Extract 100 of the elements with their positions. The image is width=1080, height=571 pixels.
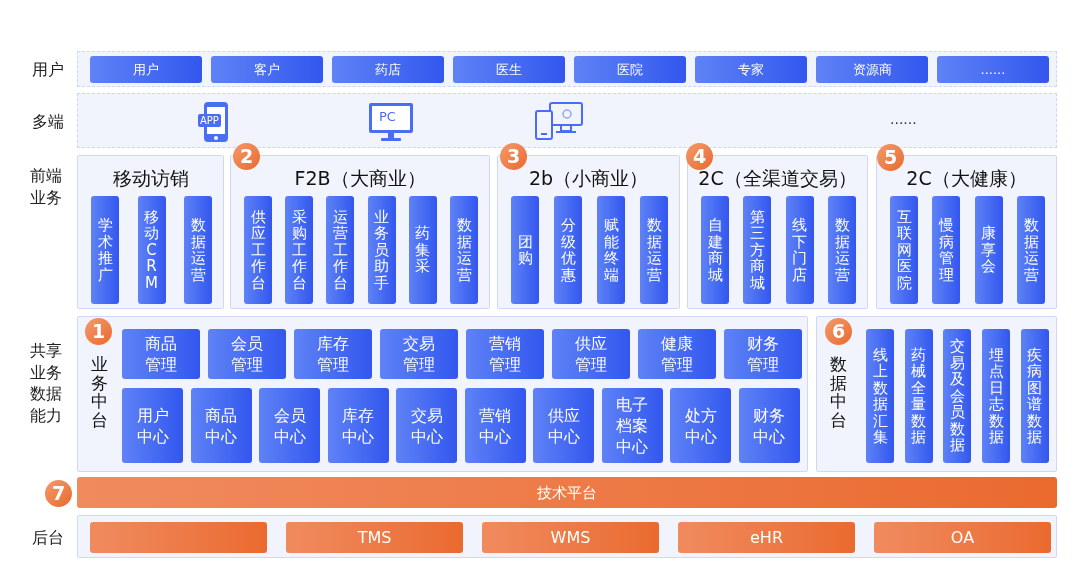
- module-label: WMS: [550, 526, 591, 549]
- module-label: 数据运营: [834, 217, 850, 283]
- number-badge: 1: [85, 318, 112, 345]
- module-bar: [367, 196, 396, 304]
- module-box: [453, 56, 565, 83]
- module-bar: [137, 196, 166, 304]
- module-box: [670, 388, 731, 463]
- module-label: 财务管理: [746, 333, 780, 375]
- module-bar: [511, 196, 539, 304]
- module-box: [574, 56, 686, 83]
- group-panel: [77, 316, 808, 472]
- module-label: 财务中心: [752, 404, 786, 447]
- module-box: [533, 388, 594, 463]
- module-bar: [1017, 196, 1045, 304]
- module-box: [396, 388, 457, 463]
- module-label: 营销中心: [478, 404, 512, 447]
- layer-label: 后台: [31, 526, 65, 549]
- module-label: 数据运营: [646, 217, 662, 283]
- module-box: [937, 56, 1049, 83]
- layer-label: 前端业务: [29, 165, 63, 209]
- module-label: 专家: [738, 60, 764, 79]
- module-box: [327, 388, 389, 463]
- platform-label: 技术平台: [536, 483, 598, 504]
- module-label: 客户: [254, 60, 280, 79]
- module-label: 医生: [496, 60, 522, 79]
- module-bar: [450, 196, 478, 304]
- module-label: 团购: [517, 233, 533, 267]
- module-box: [122, 388, 183, 463]
- icon-label: APP: [198, 114, 221, 127]
- module-label: 慢病管理: [938, 217, 954, 283]
- module-label: 供应管理: [574, 333, 608, 375]
- module-label: 用户: [133, 60, 159, 79]
- module-label: TMS: [357, 526, 392, 549]
- module-bar: [1020, 329, 1049, 463]
- module-box: [724, 329, 802, 379]
- module-label: 药店: [375, 60, 401, 79]
- module-label: 学术推广: [97, 217, 113, 283]
- module-bar: [866, 329, 894, 463]
- module-bar: [701, 196, 729, 304]
- module-box: [90, 56, 202, 83]
- module-label: eHR: [750, 526, 783, 549]
- number-badge: 6: [825, 318, 852, 345]
- group-title: 2b（小商业）: [527, 166, 650, 191]
- module-label: 康享会: [981, 225, 997, 275]
- module-bar: [890, 196, 918, 304]
- module-label: 疾病图谱数据: [1027, 346, 1043, 446]
- module-label: 医院: [617, 60, 643, 79]
- group-panel: [816, 316, 1057, 472]
- module-bar: [785, 196, 814, 304]
- module-label: 资源商: [852, 60, 892, 79]
- group-title: 业务中台: [91, 355, 108, 430]
- module-bar: [597, 196, 625, 304]
- module-label: 移动CRM: [144, 208, 159, 292]
- module-box: [738, 388, 800, 463]
- module-box: [211, 56, 323, 83]
- module-bar: [184, 196, 212, 304]
- module-label: OA: [950, 526, 975, 549]
- module-label: 营销管理: [488, 333, 522, 375]
- number-badge: 5: [877, 144, 904, 171]
- group-title: 移动访销: [111, 166, 190, 191]
- system-box: [90, 522, 267, 553]
- module-bar: [932, 196, 961, 304]
- module-box: [466, 329, 544, 379]
- module-bar: [640, 196, 668, 304]
- module-label: 线下门店: [792, 217, 808, 283]
- group-title: 2C（大健康）: [905, 166, 1028, 191]
- module-bar: [408, 196, 437, 304]
- group-title: 数据中台: [830, 355, 847, 430]
- module-box: [122, 329, 200, 379]
- module-label: 会员中心: [272, 404, 307, 447]
- module-box: [259, 388, 320, 463]
- module-box: [294, 329, 372, 379]
- module-label: 库存管理: [316, 333, 350, 375]
- module-label: 运营工作台: [332, 208, 348, 292]
- layer-label: 多端: [31, 110, 65, 133]
- module-box: [190, 388, 252, 463]
- number-badge: 2: [233, 143, 260, 170]
- module-label: 数据运营: [1023, 217, 1039, 283]
- module-label: 用户中心: [135, 404, 170, 447]
- module-label: 埋点日志数据: [988, 346, 1004, 446]
- number-badge: 4: [686, 143, 713, 170]
- module-label: 交易及会员数据: [949, 338, 965, 454]
- module-label: 交易中心: [409, 404, 444, 447]
- module-box: [638, 329, 716, 379]
- module-box: [380, 329, 458, 379]
- module-label: 处方中心: [683, 404, 718, 447]
- module-bar: [554, 196, 582, 304]
- layer-label: 共享业务数据能力: [29, 340, 63, 427]
- module-label: 业务员助手: [374, 208, 390, 292]
- module-label: ......: [980, 60, 1006, 79]
- group-title: F2B（大商业）: [293, 166, 427, 191]
- icon-label: PC: [379, 109, 396, 125]
- module-label: 交易管理: [402, 333, 436, 375]
- group-panel: [77, 155, 224, 309]
- module-box: [695, 56, 807, 83]
- module-bar: [743, 196, 772, 304]
- module-label: 赋能终端: [603, 217, 619, 283]
- module-label: 互联网医院: [896, 208, 912, 292]
- module-label: 库存中心: [341, 404, 375, 447]
- module-bar: [91, 196, 119, 304]
